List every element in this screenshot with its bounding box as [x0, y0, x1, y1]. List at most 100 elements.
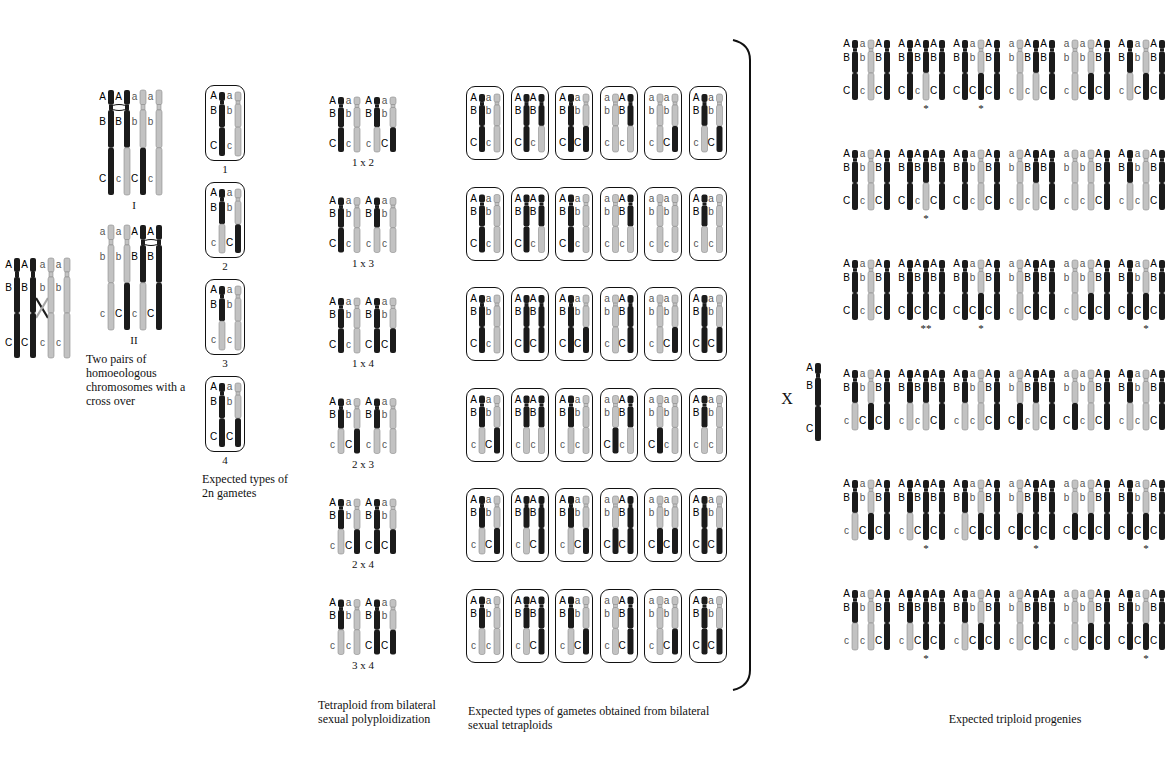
- chromosome-segment: [1073, 158, 1077, 161]
- locus-letter: b: [968, 602, 977, 614]
- chromosome-segment: [1033, 271, 1039, 293]
- chromosome-segment: [1050, 598, 1054, 601]
- chromosome-segment: [495, 404, 499, 407]
- locus-letter: B: [842, 162, 851, 174]
- chromosome-segment: [220, 101, 224, 104]
- gamete-outline: ABcABc: [511, 388, 549, 462]
- chromosome-segment: [1050, 378, 1054, 381]
- locus-letter: C: [1149, 635, 1158, 647]
- locus-letter: A: [874, 368, 883, 380]
- chromosome: [583, 496, 589, 554]
- locus-letter: b: [1078, 382, 1087, 394]
- chromosome-segment: [978, 161, 984, 183]
- locus-letter: A: [842, 258, 851, 270]
- locus-letter: B: [874, 162, 883, 174]
- locus-letter: A: [1094, 258, 1103, 270]
- locus-letter: C: [1149, 195, 1158, 207]
- chromosome-segment: [1143, 403, 1149, 430]
- locus-letter: b: [647, 608, 656, 620]
- locus-letter: C: [1078, 525, 1087, 537]
- chromosome: [219, 189, 225, 253]
- locus-letter: B: [364, 309, 373, 321]
- chromosome-segment: [907, 40, 913, 48]
- chromosome-segment: [703, 504, 707, 507]
- chromosome: [583, 396, 589, 454]
- chromosome-segment: [124, 148, 130, 195]
- chromosome-segment: [1033, 183, 1039, 210]
- locus-letter: c: [1062, 195, 1071, 207]
- locus-letter: A: [874, 478, 883, 490]
- chromosome: [1088, 150, 1094, 210]
- chromosome: [1127, 370, 1133, 430]
- chromosome-segment: [923, 370, 929, 378]
- locus-letter: C: [662, 338, 671, 350]
- chromosome-segment: [583, 126, 589, 152]
- chromosome-segment: [390, 499, 396, 507]
- locus-letter: a: [1062, 478, 1071, 490]
- chromosome-segment: [374, 107, 380, 127]
- locus-letter: b: [225, 105, 234, 117]
- chromosome-segment: [14, 313, 20, 358]
- chromosome-segment: [124, 225, 130, 240]
- gamete-outline: ABcabC: [466, 488, 504, 562]
- chromosome-segment: [628, 105, 634, 126]
- locus-letter: C: [1149, 415, 1158, 427]
- chromosome-segment: [390, 600, 396, 608]
- locus-letter: c: [618, 137, 627, 149]
- locus-letter: a: [146, 91, 155, 103]
- chromosome: [374, 298, 380, 353]
- locus-letter: B: [874, 492, 883, 504]
- chromosome-segment: [64, 277, 70, 313]
- locus-letter: B: [529, 608, 538, 620]
- chromosome-segment: [156, 283, 162, 330]
- chromosome-segment: [923, 623, 929, 650]
- chromosome: [235, 92, 241, 156]
- chromosome-segment: [479, 226, 485, 252]
- chromosome-segment: [868, 403, 874, 430]
- locus-letter: B: [558, 507, 567, 519]
- chromosome-segment: [672, 206, 678, 227]
- chromosome: [613, 295, 619, 353]
- locus-letter: A: [469, 92, 478, 104]
- chromosome: [702, 396, 708, 454]
- chromosome: [672, 195, 678, 253]
- locus-letter: C: [328, 138, 337, 150]
- locus-letter: B: [984, 162, 993, 174]
- chromosome: [338, 600, 344, 655]
- locus-letter: C: [984, 525, 993, 537]
- locus-letter: B: [469, 608, 478, 620]
- chromosome-segment: [852, 40, 858, 48]
- locus-letter: c: [484, 238, 493, 250]
- locus-letter: A: [469, 293, 478, 305]
- chromosome: [994, 480, 1000, 540]
- chromosome-segment: [868, 480, 874, 488]
- chromosome-segment: [994, 381, 1000, 403]
- locus-letter: c: [1133, 195, 1142, 207]
- locus-letter: A: [952, 148, 961, 160]
- chromosome-segment: [539, 496, 545, 504]
- chromosome-segment: [390, 97, 396, 105]
- chromosome-segment: [354, 509, 360, 529]
- locus-letter: b: [707, 206, 716, 218]
- chromosome-segment: [868, 40, 874, 48]
- chromosome-segment: [962, 513, 968, 540]
- chromosome-segment: [962, 480, 968, 488]
- chromosome-segment: [568, 528, 574, 554]
- chromosome-segment: [109, 240, 113, 245]
- chromosome-segment: [1159, 601, 1165, 623]
- locus-letter: A: [1094, 478, 1103, 490]
- chromosome-segment: [885, 488, 889, 491]
- chromosome-segment: [979, 598, 983, 601]
- locus-letter: A: [1117, 148, 1126, 160]
- locus-letter: c: [558, 439, 567, 451]
- chromosome-segment: [338, 429, 344, 454]
- locus-letter: B: [20, 282, 29, 294]
- chromosome-segment: [354, 600, 360, 608]
- locus-letter: B: [842, 382, 851, 394]
- locus-letter: A: [952, 38, 961, 50]
- locus-letter: a: [1133, 368, 1142, 380]
- locus-letter: A: [984, 478, 993, 490]
- chromosome-segment: [583, 496, 589, 504]
- chromosome-segment: [884, 161, 890, 183]
- chromosome-segment: [219, 418, 225, 447]
